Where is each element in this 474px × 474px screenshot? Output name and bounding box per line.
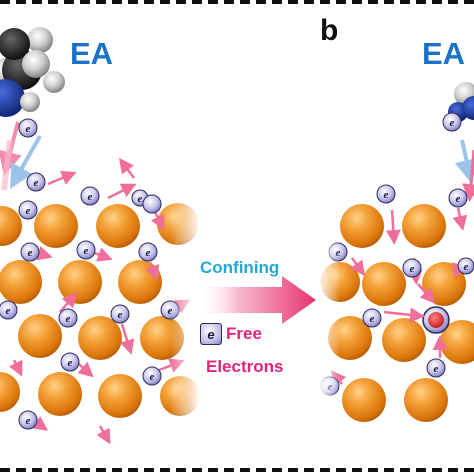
ea-label-right: EA [422, 36, 466, 71]
electron: e [142, 366, 162, 386]
electron-legend-icon: e [200, 323, 222, 345]
svg-text:e: e [150, 371, 155, 383]
ea-label-left: EA [70, 36, 114, 71]
svg-text:e: e [68, 357, 73, 369]
electron [142, 194, 162, 214]
electron: e [18, 410, 38, 430]
legend-electrons-text: Electrons [206, 357, 284, 376]
bottom-dashed-border [0, 468, 474, 472]
svg-text:e: e [84, 245, 89, 257]
svg-text:e: e [26, 205, 31, 217]
svg-text:e: e [34, 177, 39, 189]
electron: e [60, 352, 80, 372]
electron: e [138, 242, 158, 262]
electron: e [442, 112, 462, 132]
svg-text:e: e [66, 313, 71, 325]
ea-molecule-left [0, 27, 65, 117]
confining-label: Confining [200, 258, 280, 277]
electron: e [80, 186, 100, 206]
electron: e [376, 184, 396, 204]
electron: e [110, 304, 130, 324]
svg-text:e: e [118, 309, 123, 321]
svg-text:e: e [370, 313, 375, 325]
right-panel: e e e e e e e e e [318, 82, 474, 436]
electron: e [20, 242, 40, 262]
electron: e [58, 308, 78, 328]
electron: e [0, 300, 18, 320]
svg-text:e: e [26, 415, 31, 427]
confined-electron [422, 306, 450, 334]
svg-text:e: e [450, 117, 455, 129]
electron: e [426, 358, 446, 378]
electron: e [457, 257, 474, 275]
top-dashed-border [0, 0, 474, 4]
electron: e [402, 258, 422, 278]
electron: e [18, 118, 38, 138]
svg-text:e: e [26, 123, 31, 135]
electron: e [26, 172, 46, 192]
electron: e [18, 200, 38, 220]
svg-text:e: e [456, 193, 461, 205]
svg-text:e: e [464, 261, 469, 273]
electron: e [76, 240, 96, 260]
ea-molecule-right [448, 82, 474, 122]
svg-text:e: e [28, 247, 33, 259]
svg-text:e: e [146, 247, 151, 259]
svg-text:e: e [138, 193, 143, 205]
svg-text:e: e [410, 263, 415, 275]
electron: e [362, 308, 382, 328]
free-electrons-legend: e Free [200, 323, 262, 345]
electron: e [448, 188, 468, 208]
legend-free-text: Free [226, 324, 262, 343]
panel-label-b: b [320, 14, 339, 47]
left-panel: e e e e e e e e e e e e e e e [0, 27, 200, 445]
confining-arrow [196, 276, 316, 324]
svg-text:e: e [6, 305, 11, 317]
svg-text:e: e [434, 363, 439, 375]
svg-text:e: e [88, 191, 93, 203]
svg-text:e: e [384, 189, 389, 201]
